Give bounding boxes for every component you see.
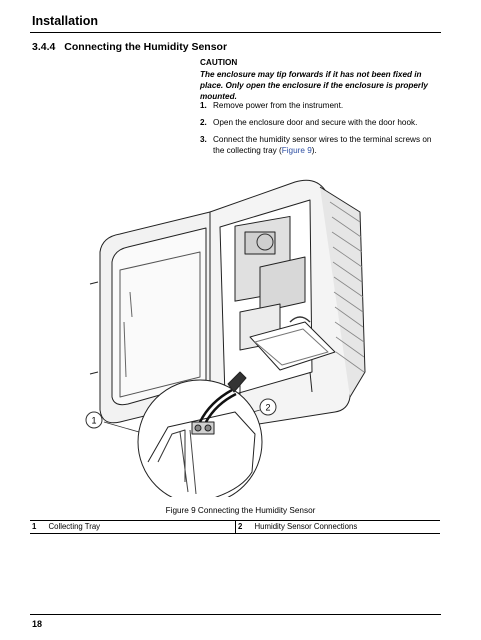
- callout-1: 1: [85, 411, 103, 429]
- page-number: 18: [32, 619, 43, 629]
- figure-caption: Figure 9 Connecting the Humidity Sensor: [165, 506, 316, 515]
- step-text-end: ).: [311, 146, 317, 155]
- callout-2: 2: [259, 398, 277, 416]
- header-divider: [30, 32, 441, 33]
- step-number: 1.: [200, 101, 207, 110]
- procedure-steps: 1. Remove power from the instrument. 2. …: [200, 100, 432, 162]
- step-item: 2. Open the enclosure door and secure wi…: [200, 117, 432, 128]
- enclosure-door: [89, 211, 221, 424]
- enclosure-body: [209, 179, 366, 428]
- callout-2-label: 2: [265, 403, 270, 413]
- enclosure-illustration: 1 2: [85, 179, 366, 497]
- legend-label: Humidity Sensor Connections: [254, 522, 358, 531]
- section-number: 3.4.4: [32, 41, 56, 53]
- step-number: 2.: [200, 118, 207, 127]
- callout-1-label: 1: [91, 416, 96, 426]
- step-text: Open the enclosure door and secure with …: [213, 118, 418, 127]
- section-title: Connecting the Humidity Sensor: [64, 41, 228, 53]
- legend-divider: [235, 521, 236, 533]
- step-number: 3.: [200, 135, 207, 144]
- caution-body: The enclosure may tip forwards if it has…: [200, 70, 428, 101]
- footer-divider: [30, 614, 441, 615]
- step-text: Connect the humidity sensor wires to the…: [213, 135, 432, 155]
- figure-legend: 1 Collecting Tray 2 Humidity Sensor Conn…: [30, 520, 440, 534]
- page-header-title: Installation: [32, 14, 98, 28]
- legend-number: 2: [238, 522, 243, 531]
- step-item: 1. Remove power from the instrument.: [200, 100, 432, 111]
- figure-9-link[interactable]: Figure 9: [281, 146, 312, 155]
- legend-label: Collecting Tray: [48, 522, 101, 531]
- caution-title: CAUTION: [200, 58, 238, 67]
- detail-magnifier: [137, 371, 263, 497]
- legend-item: 2 Humidity Sensor Connections: [238, 522, 357, 531]
- section-heading: 3.4.4 Connecting the Humidity Sensor: [32, 41, 227, 53]
- step-item: 3. Connect the humidity sensor wires to …: [200, 134, 432, 156]
- step-text: Remove power from the instrument.: [213, 101, 344, 110]
- legend-number: 1: [32, 522, 37, 531]
- legend-item: 1 Collecting Tray: [32, 522, 100, 531]
